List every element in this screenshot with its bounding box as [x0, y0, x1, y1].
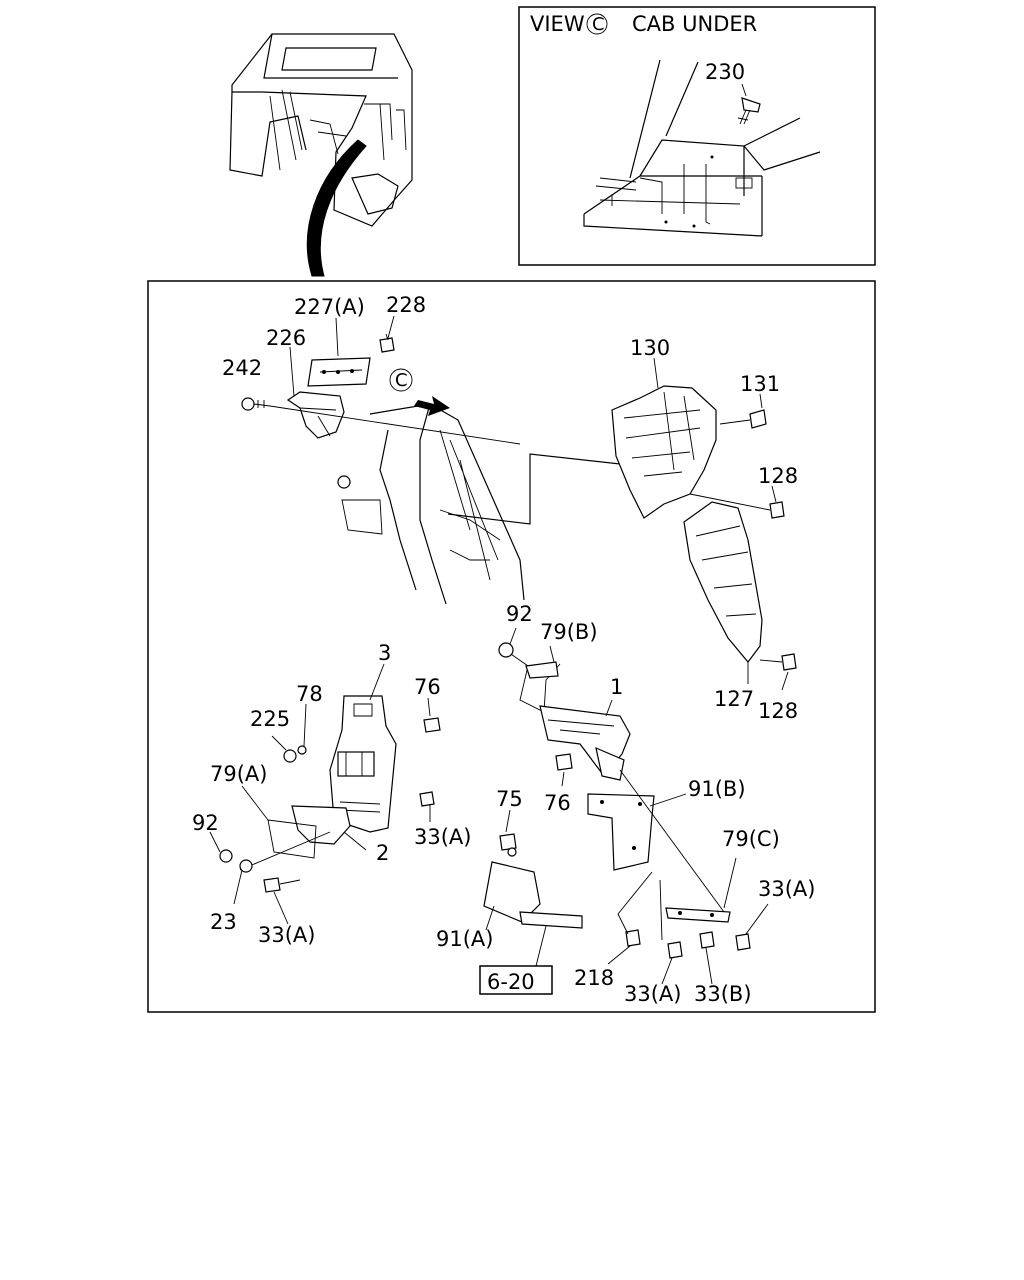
label-91a: 91(A) [436, 927, 493, 951]
label-33b: 33(B) [694, 982, 752, 1006]
label-2: 2 [376, 841, 389, 865]
splash-guard-130 [611, 385, 717, 519]
label-78: 78 [296, 682, 323, 706]
label-79c: 79(C) [722, 827, 780, 851]
label-3: 3 [378, 641, 391, 665]
label-128-lower: 128 [758, 699, 798, 723]
bolt-128a-icon [689, 493, 785, 519]
label-33a-right: 33(A) [758, 877, 815, 901]
small-fasteners-right [498, 642, 751, 959]
label-33a-bottom-left: 33(A) [258, 923, 315, 947]
bolt-131-icon [719, 409, 767, 429]
splash-guard-127 [683, 501, 763, 663]
label-130: 130 [630, 336, 670, 360]
reference-box-6-20: 6-20 [479, 965, 553, 995]
plate-91a [483, 861, 583, 929]
bracket-2 [239, 805, 351, 871]
inset-view-circle [586, 13, 608, 35]
label-91b: 91(B) [688, 777, 746, 801]
inset-view-circle-letter: C [592, 14, 605, 35]
label-33a-left: 33(A) [414, 825, 471, 849]
bolt-242-icon [241, 397, 271, 411]
inset-cab-under-view: VIEW C CAB UNDER 230 [518, 6, 876, 266]
label-227a: 227(A) [294, 295, 365, 319]
label-225: 225 [250, 707, 290, 731]
label-79a: 79(A) [210, 762, 267, 786]
reference-box-label: 6-20 [487, 970, 535, 994]
label-226: 226 [266, 326, 306, 350]
label-79b: 79(B) [540, 620, 598, 644]
bracket-91b [587, 793, 655, 871]
inset-caption: CAB UNDER [632, 12, 757, 36]
view-c-indicator: C [389, 368, 450, 416]
leader-lines [209, 315, 789, 985]
bolt-128b-icon [759, 653, 797, 671]
cab-overview-illustration [229, 33, 413, 277]
main-diagram-frame [147, 280, 876, 1013]
label-76-lower: 76 [544, 791, 571, 815]
inset-view-label: VIEW [530, 12, 585, 36]
label-33a-bottom: 33(A) [624, 982, 681, 1006]
cab-frame-section [337, 403, 639, 605]
label-228: 228 [386, 293, 426, 317]
label-127: 127 [714, 687, 754, 711]
label-92-right: 92 [506, 602, 533, 626]
label-131: 131 [740, 372, 780, 396]
label-218: 218 [574, 966, 614, 990]
label-76-upper: 76 [414, 675, 441, 699]
label-75: 75 [496, 787, 523, 811]
part-label-230: 230 [705, 60, 745, 84]
small-fasteners-left [219, 717, 441, 893]
label-23: 23 [210, 910, 237, 934]
mud-flap-plate-3 [329, 695, 397, 833]
screw-230-icon [737, 97, 761, 125]
label-242: 242 [222, 356, 262, 380]
bracket-assembly-226 [241, 333, 521, 445]
label-128-upper: 128 [758, 464, 798, 488]
bracket-1 [507, 651, 631, 781]
bolt-228-icon [379, 333, 395, 353]
label-1: 1 [610, 675, 623, 699]
bracket-79c [619, 769, 731, 923]
part-labels: 227(A) 228 226 242 130 131 128 92 79(B) … [192, 293, 815, 1006]
svg-text:C: C [395, 370, 408, 391]
label-92-left: 92 [192, 811, 219, 835]
